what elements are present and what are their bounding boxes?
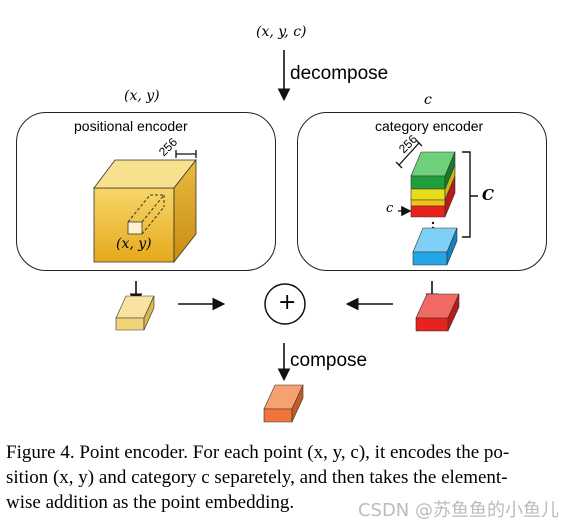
caption-line-2: sition (x, y) and category c separetely,… bbox=[6, 467, 508, 488]
positional-point-label: (x, y) bbox=[116, 236, 152, 252]
category-encoder-stack bbox=[395, 139, 478, 266]
positional-vector bbox=[115, 295, 155, 331]
top-input-label: (x, y, c) bbox=[256, 24, 307, 40]
positional-encoder-cube bbox=[93, 150, 197, 264]
category-row-label: c bbox=[386, 201, 394, 216]
category-input-label: c bbox=[424, 92, 432, 108]
plus-symbol: + bbox=[278, 290, 297, 315]
caption-line-3: wise addition as the point embedding. bbox=[6, 492, 295, 513]
caption-line-1: Figure 4. Point encoder. For each point … bbox=[6, 442, 510, 463]
category-vector bbox=[415, 293, 460, 332]
compose-label: compose bbox=[290, 350, 368, 371]
decompose-label: decompose bbox=[290, 63, 389, 84]
category-count-label: C bbox=[482, 186, 494, 204]
positional-encoder-title: positional encoder bbox=[74, 118, 188, 134]
figure-caption: Figure 4. Point encoder. For each point … bbox=[6, 440, 560, 515]
positional-input-label: (x, y) bbox=[124, 88, 160, 104]
addition-circle bbox=[264, 283, 306, 325]
category-encoder-title: category encoder bbox=[375, 118, 484, 134]
output-vector bbox=[263, 384, 304, 423]
watermark: CSDN @苏鱼鱼的小鱼儿 bbox=[357, 500, 559, 521]
